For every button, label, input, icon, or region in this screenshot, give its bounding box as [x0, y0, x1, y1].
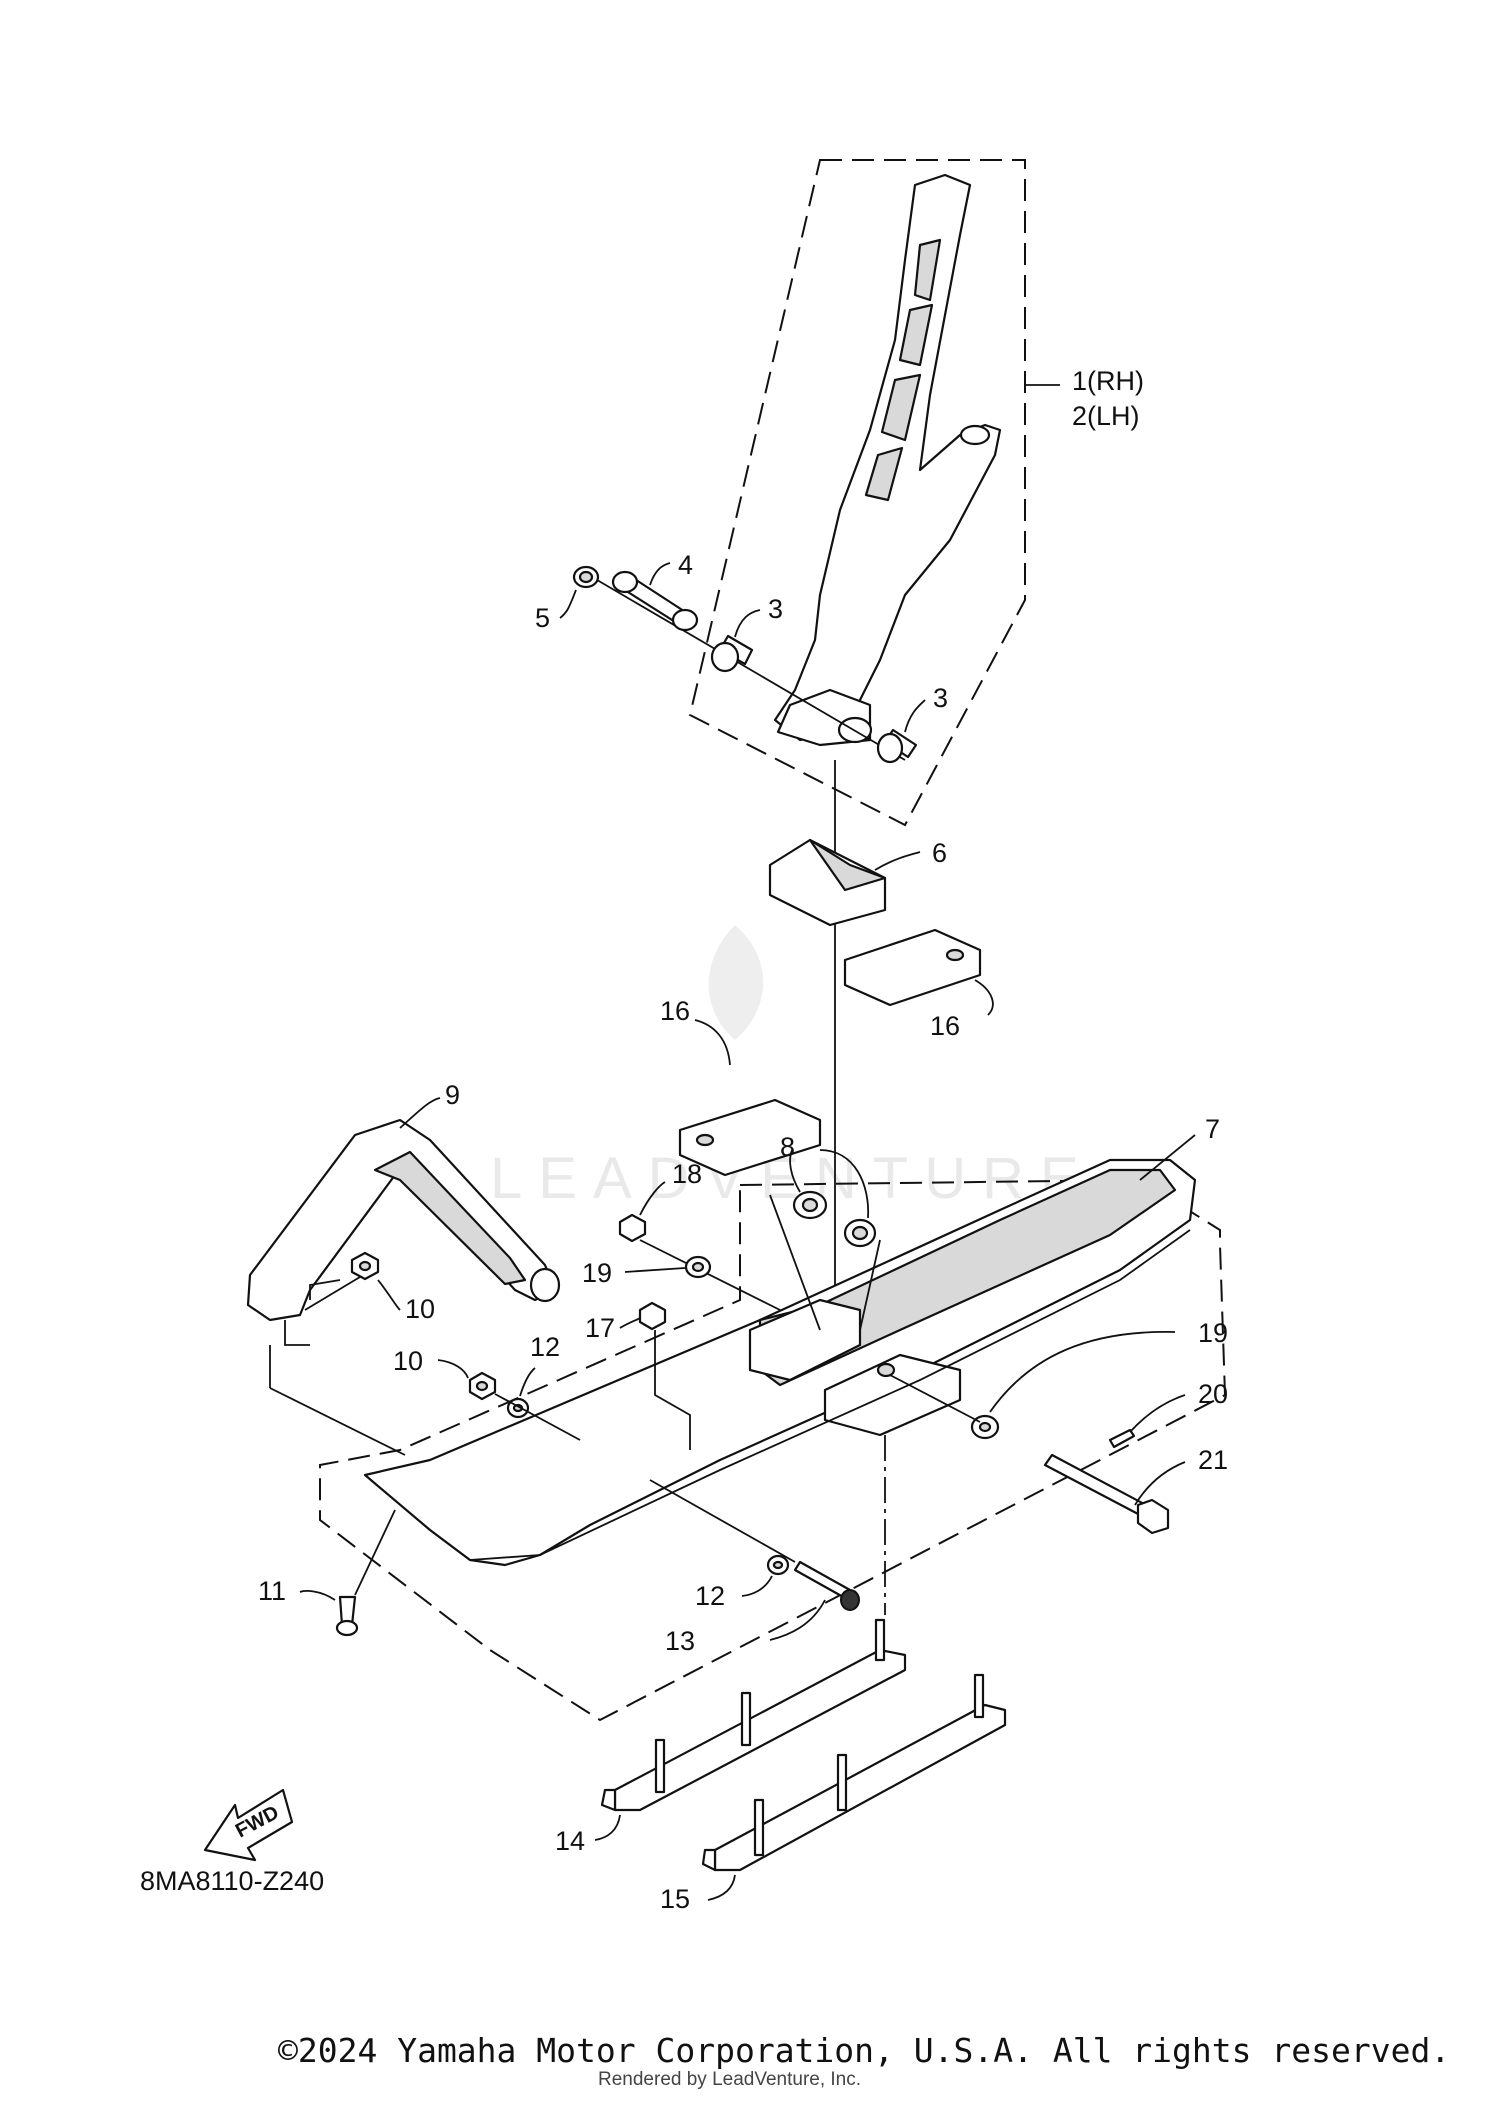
callout-5-leader — [559, 589, 577, 619]
callout-19a: 19 — [582, 1258, 612, 1288]
part-16-pad-right — [843, 928, 982, 1007]
nut-17-axis — [654, 1330, 691, 1450]
callout-19a-leader — [624, 1267, 686, 1273]
damper-axis-b — [859, 1239, 881, 1331]
callout-12b-leader — [741, 1575, 773, 1597]
callout-10a-leader — [377, 1279, 401, 1311]
callout-16a-leader — [694, 1019, 731, 1066]
callout-10a: 10 — [405, 1294, 435, 1324]
callout-10b: 10 — [393, 1346, 423, 1376]
callout-11-leader — [299, 1590, 336, 1601]
callout-11: 11 — [258, 1576, 286, 1606]
part-12-washer-b — [766, 1554, 790, 1576]
callout-2: 2(LH) — [1072, 401, 1140, 431]
part-8-damper-a — [792, 1190, 828, 1220]
callout-15: 15 — [660, 1884, 690, 1914]
callout-13-leader — [769, 1599, 826, 1641]
callout-10b-leader — [437, 1359, 469, 1379]
callout-6: 6 — [932, 838, 947, 868]
part-21-bolt — [1043, 1453, 1170, 1535]
part-14-wear-bar — [600, 1618, 907, 1812]
callout-8-leader-a — [789, 1149, 801, 1193]
callout-4-leader — [649, 562, 671, 586]
callout-19b: 19 — [1198, 1318, 1228, 1348]
rendered-by-text: Rendered by LeadVenture, Inc. — [598, 2069, 861, 2090]
callout-8: 8 — [780, 1132, 795, 1162]
callout-21: 21 — [1198, 1445, 1228, 1475]
callout-16b-leader — [974, 979, 994, 1016]
bolt-11-axis — [354, 1509, 396, 1596]
part-10-nut-a — [350, 1251, 380, 1281]
handle-axis — [269, 1387, 406, 1456]
bolt-axis-left — [494, 1393, 581, 1441]
callout-14: 14 — [555, 1826, 585, 1856]
callout-13: 13 — [665, 1626, 695, 1656]
handle-hole-left — [284, 1320, 310, 1346]
part-7-ski — [363, 1158, 1197, 1567]
callout-14-leader — [594, 1814, 621, 1841]
callout-3b-leader — [904, 699, 926, 733]
nut-18-axis — [639, 1239, 781, 1311]
handle-hole-right — [309, 1279, 341, 1300]
part-11-bolt — [335, 1595, 359, 1637]
spindle-assembly-boundary — [688, 159, 1026, 827]
callout-18-leader — [639, 1181, 666, 1216]
damper-axis-a — [769, 1194, 821, 1331]
part-19-washer-a — [684, 1255, 712, 1279]
callout-7-leader — [1139, 1134, 1196, 1181]
ski-assembly-boundary — [319, 1178, 1227, 1722]
callout-12a-leader — [519, 1367, 536, 1397]
part-3-bushing-right — [876, 728, 918, 764]
bolt-13-axis — [649, 1479, 796, 1563]
callout-20: 20 — [1198, 1379, 1228, 1409]
part-20-cotter-pin — [1108, 1428, 1136, 1449]
callout-4: 4 — [678, 550, 693, 580]
callout-7: 7 — [1205, 1114, 1220, 1144]
part-6-block — [768, 838, 887, 927]
part-8-damper-b — [843, 1218, 877, 1248]
callout-8-leader-b — [819, 1149, 870, 1219]
callout-17: 17 — [585, 1313, 615, 1343]
callout-12a: 12 — [530, 1332, 560, 1362]
part-5-washer — [572, 565, 600, 589]
callout-3b: 3 — [933, 683, 948, 713]
callout-3a: 3 — [768, 594, 783, 624]
watermark: LEADVENTURE — [490, 925, 1079, 1211]
part-15-wear-bar — [701, 1673, 1007, 1872]
callout-17-leader — [619, 1317, 641, 1329]
part-10-nut-b — [468, 1371, 497, 1401]
fwd-arrow-icon: FWD — [203, 1788, 294, 1862]
callout-5: 5 — [535, 603, 550, 633]
part-4-shaft — [611, 570, 699, 632]
callout-16a: 16 — [660, 996, 690, 1026]
callout-3a-leader — [734, 609, 761, 638]
part-9-handle — [246, 1118, 561, 1322]
callout-18: 18 — [672, 1159, 702, 1189]
callout-20-leader — [1129, 1394, 1186, 1433]
copyright-text: ©2024 Yamaha Motor Corporation, U.S.A. A… — [278, 2031, 1450, 2070]
nut-10a-axis — [304, 1276, 361, 1311]
bolt-21-axis — [889, 1374, 981, 1423]
part-13-bolt — [793, 1560, 860, 1611]
callout-16b: 16 — [930, 1011, 960, 1041]
callout-15-leader — [707, 1874, 736, 1901]
part-17-nut — [638, 1301, 667, 1331]
part-3-bushing-left — [710, 634, 754, 673]
part-18-nut — [618, 1213, 647, 1243]
callout-6-leader — [874, 851, 921, 871]
callout-12b: 12 — [695, 1581, 725, 1611]
part-16-pad-left — [678, 1098, 822, 1177]
diagram-code: 8MA8110-Z240 — [140, 1866, 324, 1896]
callout-9: 9 — [445, 1080, 460, 1110]
callout-19b-leader — [989, 1331, 1176, 1413]
callout-9-leader — [399, 1097, 441, 1129]
callout-1: 1(RH) — [1072, 366, 1144, 396]
spindle-part — [773, 173, 1002, 747]
callout-21-leader — [1134, 1461, 1186, 1506]
pivot-axis — [579, 569, 906, 761]
